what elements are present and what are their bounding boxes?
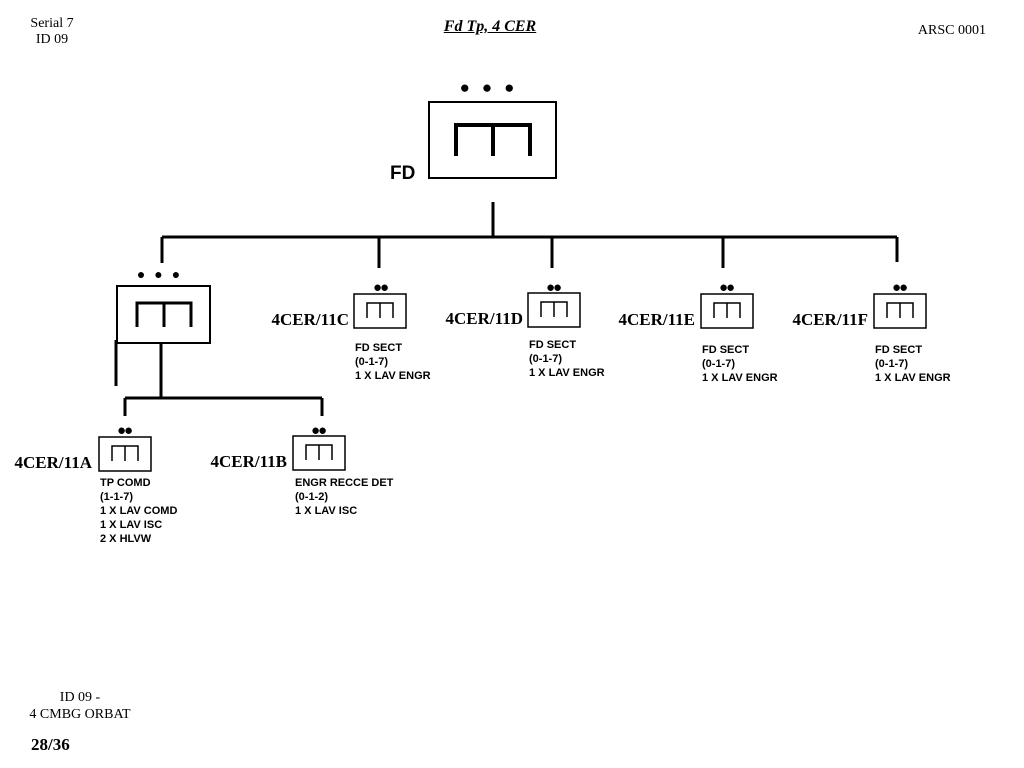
section-label: 4CER/11F (792, 310, 868, 329)
section-e: ●● 4CER/11E FD SECT (0-1-7) 1 X LAV ENGR (618, 279, 777, 384)
sub-unit-engineer-icon (305, 444, 333, 460)
section-engineer-icon (366, 302, 394, 318)
page-number: 28/36 (31, 735, 70, 754)
command-size-marker: ●●● (137, 266, 189, 282)
section-d: ●● 4CER/11D FD SECT (0-1-7) 1 X LAV ENGR (446, 279, 605, 379)
section-size-marker: ●● (892, 279, 907, 296)
footer-line-2: 4 CMBG ORBAT (29, 707, 131, 722)
command-engineer-icon (135, 301, 193, 327)
sub-unit-size-marker: ●● (117, 422, 132, 439)
hq-size-marker: ●●● (460, 78, 527, 97)
id-text: ID 09 (35, 32, 69, 47)
serial-text: Serial 7 (30, 16, 74, 31)
sub-unit-desc-line: 2 X HLVW (100, 533, 152, 545)
sub-unit-desc-line: (1-1-7) (100, 491, 133, 503)
sub-unit-engineer-icon (111, 445, 139, 461)
footer-line-1: ID 09 - (59, 690, 101, 705)
sub-unit-desc-line: 1 X LAV ISC (295, 505, 357, 517)
reference-code: ARSC 0001 (917, 23, 986, 38)
sub-unit-label: 4CER/11B (210, 452, 287, 471)
section-desc-line: FD SECT (875, 344, 922, 356)
command-element: ●●● (116, 266, 211, 344)
section-engineer-icon (886, 302, 914, 318)
section-desc-line: FD SECT (529, 339, 576, 351)
sub-unit-desc-line: (0-1-2) (295, 491, 328, 503)
section-desc-line: 1 X LAV ENGR (702, 372, 778, 384)
connector-lines (114, 202, 899, 416)
section-desc-line: (0-1-7) (702, 358, 735, 370)
footer-caption: ID 09 - 4 CMBG ORBAT (20, 689, 140, 723)
section-desc-line: FD SECT (355, 342, 402, 354)
section-size-marker: ●● (719, 279, 734, 296)
section-label: 4CER/11C (272, 310, 349, 329)
section-desc-line: FD SECT (702, 344, 749, 356)
sub-unit-desc-line: 1 X LAV COMD (100, 505, 177, 517)
section-desc-line: 1 X LAV ENGR (875, 372, 951, 384)
sub-unit-size-marker: ●● (311, 422, 326, 439)
sub-unit-desc-line: 1 X LAV ISC (100, 519, 162, 531)
section-desc-line: 1 X LAV ENGR (355, 370, 431, 382)
hq-engineer-icon (454, 123, 532, 156)
sub-unit-label: 4CER/11A (15, 453, 93, 472)
section-size-marker: ●● (373, 279, 388, 296)
section-engineer-icon (540, 301, 568, 317)
section-desc-line: (0-1-7) (529, 353, 562, 365)
serial-id-block: Serial 7 ID 09 (22, 16, 82, 48)
hq-unit: ●●● FD (390, 78, 557, 184)
sub-unit-desc-line: TP COMD (100, 477, 151, 489)
page-title: Fd Tp, 4 CER (443, 18, 537, 35)
section-c: ●● 4CER/11C FD SECT (0-1-7) 1 X LAV ENGR (272, 279, 431, 382)
section-desc-line: (0-1-7) (355, 356, 388, 368)
section-label: 4CER/11E (618, 310, 695, 329)
sub-unit-a: ●● 4CER/11A TP COMD (1-1-7) 1 X LAV COMD… (15, 422, 178, 545)
section-f: ●● 4CER/11F FD SECT (0-1-7) 1 X LAV ENGR (792, 279, 950, 384)
hq-unit-label: FD (390, 163, 415, 184)
sub-unit-b: ●● 4CER/11B ENGR RECCE DET (0-1-2) 1 X L… (210, 422, 393, 517)
section-desc-line: 1 X LAV ENGR (529, 367, 605, 379)
section-engineer-icon (713, 302, 741, 318)
section-desc-line: (0-1-7) (875, 358, 908, 370)
sub-unit-desc-line: ENGR RECCE DET (295, 477, 394, 489)
section-label: 4CER/11D (446, 309, 523, 328)
section-size-marker: ●● (546, 279, 561, 296)
